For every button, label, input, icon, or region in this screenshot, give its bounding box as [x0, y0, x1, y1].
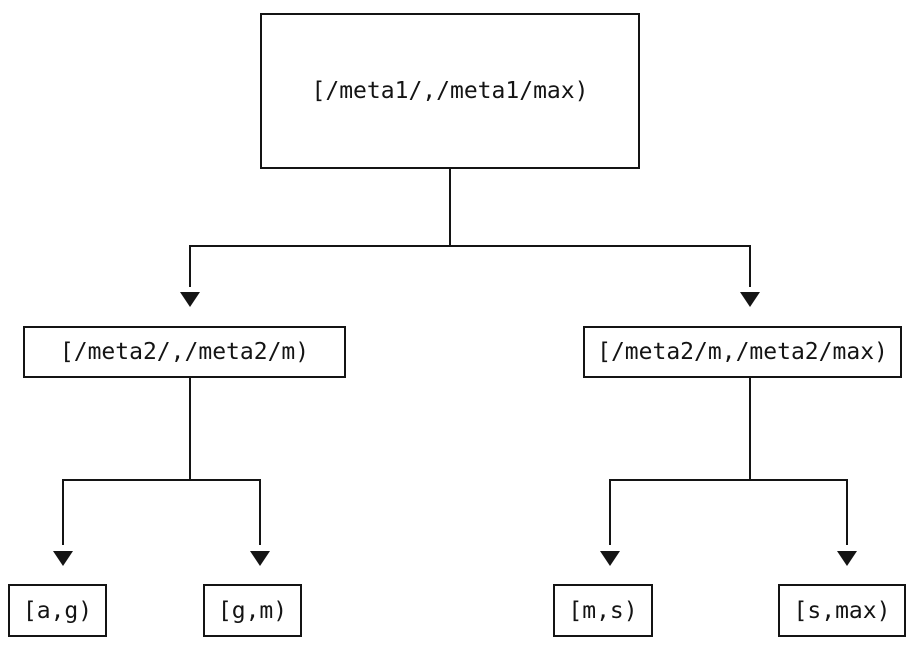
arrow-down-icon [740, 292, 760, 307]
arrow-down-icon [837, 551, 857, 566]
leaf-node-ag-label: [a,g) [22, 597, 93, 624]
connector-level1-horizontal [189, 245, 751, 247]
root-node-label: [/meta1/,/meta1/max) [311, 78, 589, 104]
connector-right-subtree-vertical [749, 378, 751, 481]
leaf-node-gm: [g,m) [203, 584, 302, 637]
meta2-left-node: [/meta2/,/meta2/m) [23, 326, 346, 378]
connector-leaf-smax-drop [846, 479, 848, 545]
root-node-meta1-range: [/meta1/,/meta1/max) [260, 13, 640, 169]
arrow-down-icon [600, 551, 620, 566]
leaf-node-ag: [a,g) [8, 584, 107, 637]
arrow-down-icon [250, 551, 270, 566]
connector-level1-left-drop [189, 245, 191, 287]
arrow-down-icon [180, 292, 200, 307]
leaf-node-smax-label: [s,max) [793, 597, 891, 624]
leaf-node-gm-label: [g,m) [217, 597, 288, 624]
connector-leaf-ms-drop [609, 479, 611, 545]
connector-left-subtree-vertical [189, 378, 191, 481]
meta2-right-node-label: [/meta2/m,/meta2/max) [597, 339, 888, 365]
meta2-left-node-label: [/meta2/,/meta2/m) [59, 339, 310, 365]
connector-root-vertical [449, 169, 451, 247]
leaf-node-smax: [s,max) [778, 584, 906, 637]
arrow-down-icon [53, 551, 73, 566]
meta2-right-node: [/meta2/m,/meta2/max) [583, 326, 902, 378]
leaf-node-ms: [m,s) [553, 584, 653, 637]
connector-left-subtree-horizontal [62, 479, 261, 481]
connector-level1-right-drop [749, 245, 751, 287]
connector-leaf-gm-drop [259, 479, 261, 545]
connector-leaf-ag-drop [62, 479, 64, 545]
connector-right-subtree-horizontal [609, 479, 848, 481]
leaf-node-ms-label: [m,s) [568, 597, 638, 624]
